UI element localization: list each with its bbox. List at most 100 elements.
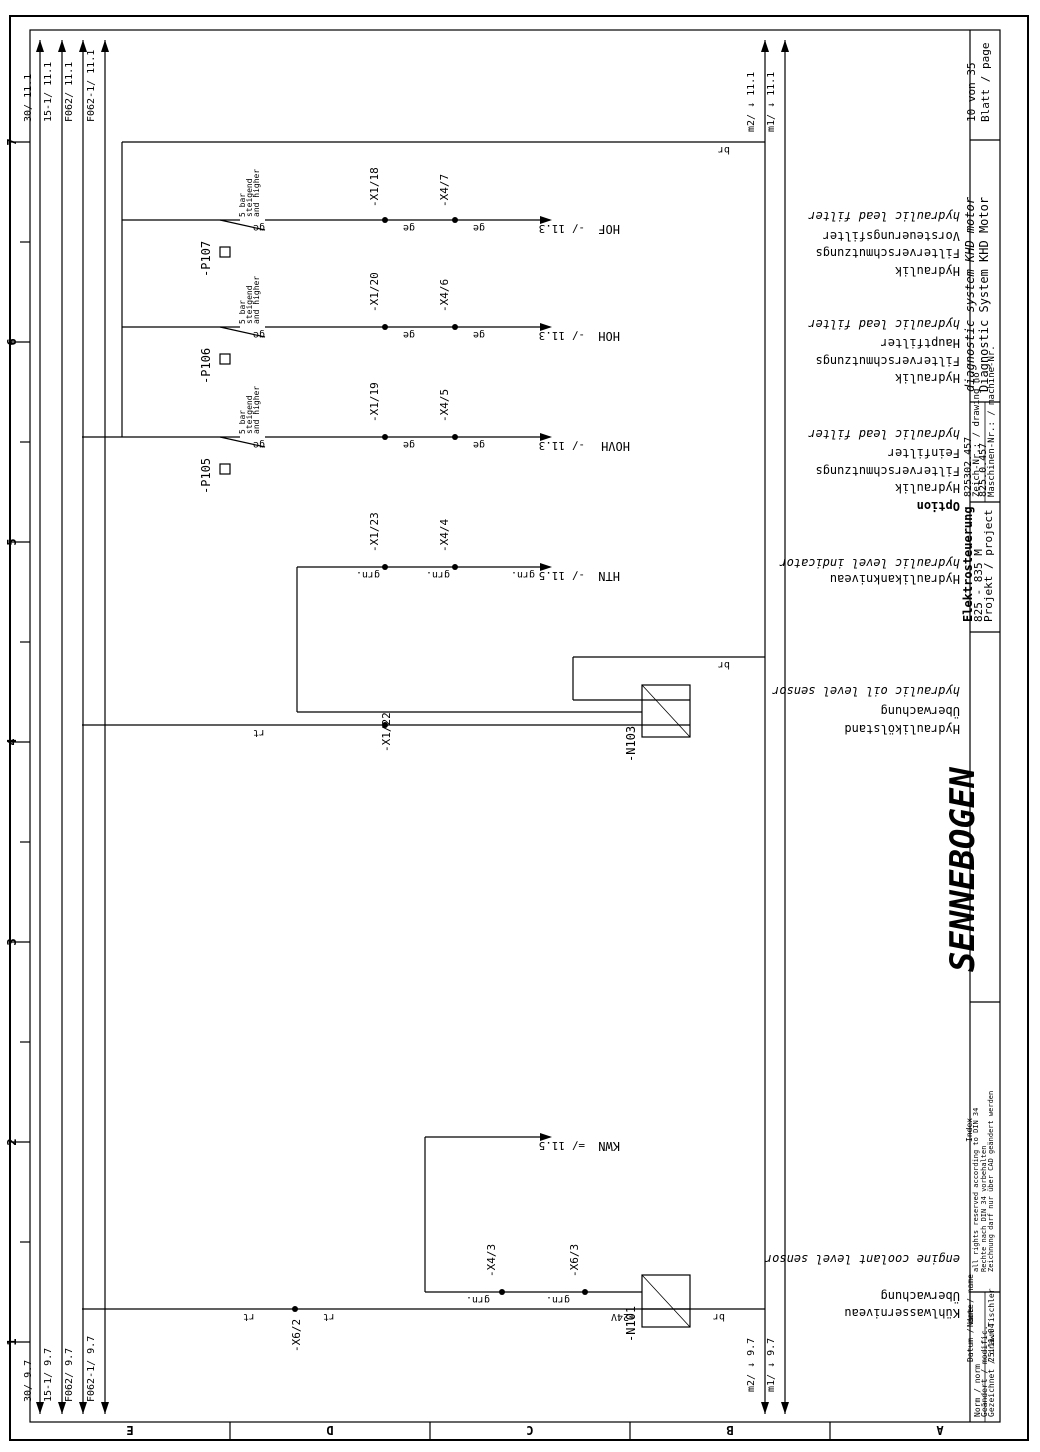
desc-text: Hydraulik — [894, 264, 960, 278]
wire-color: grn. — [356, 569, 380, 580]
switch-spec: 5 bar — [238, 193, 247, 217]
switch-spec: steigend — [245, 285, 254, 324]
column-letter: C — [526, 1423, 533, 1437]
wire-color: grn. — [546, 1294, 570, 1305]
wire-color: ge — [253, 439, 265, 450]
wire-color: ge — [403, 329, 415, 340]
wire-color: ge — [403, 439, 415, 450]
terminal-label: -X6/3 — [568, 1244, 581, 1277]
machine-label: Maschinen-Nr.: / machine-Nr. — [987, 345, 997, 497]
project-value: 825 - 835 M — [972, 549, 985, 622]
wire-color: ge — [473, 329, 485, 340]
device-label: -P105 — [199, 458, 213, 494]
signal-ref: -/ 11.3 — [539, 439, 585, 452]
desc-text: engine coolant level sensor — [764, 1252, 960, 1266]
switch-spec: and higher — [252, 169, 261, 217]
column-letter: E — [126, 1423, 133, 1437]
p105-circuit: -P105 5 bar steigend and higher -X1/19 -… — [82, 382, 630, 494]
rail-label: F062/ 11.1 — [64, 62, 75, 122]
terminal-label: -X1/20 — [368, 272, 381, 312]
row-number: 1 — [5, 1338, 19, 1345]
desc-text: Hydraulik — [894, 371, 960, 385]
norm-label: Norm / norm — [973, 1364, 982, 1417]
terminal-label: -X4/5 — [438, 389, 451, 422]
switch-spec: steigend — [245, 395, 254, 434]
rail-label: 15-1/ 9.7 — [43, 1348, 54, 1402]
rights-text: all rights reserved according to DIN 34 — [972, 1108, 980, 1272]
row-number: 6 — [5, 338, 19, 345]
terminal-label: -X1/23 — [368, 512, 381, 552]
column-letter: A — [936, 1423, 944, 1437]
desc-text: Filterverschmutzungs — [816, 464, 961, 478]
terminal-label: -X1/19 — [368, 382, 381, 422]
wire-color: grn. — [511, 569, 535, 580]
modified-label: Geändert / modific. — [980, 1325, 989, 1417]
signal-label: HTN — [598, 569, 620, 583]
drawing-value: 825302.457 — [963, 437, 974, 497]
column-letter: D — [326, 1423, 333, 1437]
wire-color: ge — [473, 222, 485, 233]
device-label: -P107 — [199, 241, 213, 277]
project-label: Projekt / project — [982, 509, 995, 622]
wire-color: br — [718, 659, 730, 670]
desc-text: Kühlwasserniveau — [844, 1306, 960, 1320]
rights-text: Zeichnung darf nur über CAD geändert wer… — [987, 1091, 995, 1272]
desc-text: hydraulic lead filter — [808, 317, 960, 331]
ground-rails: m1/ ↓ 9.7 m2/ ↓ 9.7 m1/ ↓ 11.1 m2/ ↓ 11.… — [746, 40, 789, 1414]
drawn-label: Gezeichnet / drawn — [987, 1330, 996, 1417]
wire-color: rt — [243, 1311, 255, 1322]
wire-color: ge — [253, 222, 265, 233]
desc-text: Hydraulikankniveau — [830, 572, 960, 586]
rail-label: 30/ 9.7 — [23, 1360, 34, 1402]
signal-label: HOVH — [601, 439, 630, 453]
desc-text: hydraulic oil level sensor — [771, 684, 960, 698]
desc-text: Filterverschmutzungs — [816, 354, 961, 368]
row-number: 3 — [5, 938, 19, 945]
mass-label: m1/ ↓ 9.7 — [766, 1338, 777, 1392]
wire-color: ge — [473, 439, 485, 450]
terminal-label: -X6/2 — [290, 1319, 303, 1352]
rail-labels: F062-1/ 9.7 F062/ 9.7 15-1/ 9.7 30/ 9.7 … — [23, 50, 97, 1402]
terminal-label: -X1/18 — [368, 167, 381, 207]
switch-spec: 5 bar — [238, 410, 247, 434]
desc-text: Hydraulik — [894, 481, 960, 495]
wire-color: br — [718, 144, 730, 155]
column-letter: B — [726, 1423, 733, 1437]
n101-circuit: -N101 -X6/2 -X4/3 -X6/3 rt rt br grn. gr… — [82, 1133, 765, 1352]
wire-color: grn. — [426, 569, 450, 580]
page-label: Blatt / page — [979, 43, 992, 122]
switch-spec: steigend — [245, 178, 254, 217]
rail-label: F062-1/ 11.1 — [86, 50, 97, 122]
signal-label: KWN — [598, 1139, 620, 1153]
desc-text: hydraulic lead filter — [808, 209, 960, 223]
switch-spec: and higher — [252, 386, 261, 434]
row-number: 2 — [5, 1138, 19, 1145]
desc-text: Hydraulikölstand — [844, 722, 960, 736]
signal-ref: =/ 11.5 — [539, 1139, 585, 1152]
name-label: Name / name — [966, 1274, 975, 1327]
mass-label: m1/ ↓ 11.1 — [766, 72, 777, 132]
column-letters: A B C D E — [126, 1423, 943, 1437]
wire-color: grn. — [466, 1294, 490, 1305]
device-label: -N101 — [624, 1306, 638, 1342]
pressure-switch-feed: br — [121, 141, 765, 437]
rail-label: 30/ 11.1 — [23, 74, 34, 122]
desc-text: hydraulic lead filter — [808, 427, 960, 441]
supply-label: +24V — [611, 1311, 635, 1322]
terminal-label: -X4/3 — [485, 1244, 498, 1277]
drawn-date: 25.11.04 — [987, 1323, 996, 1362]
switch-spec: and higher — [252, 276, 261, 324]
p107-circuit: -P107 5 bar steigend and higher -X1/18 -… — [122, 167, 620, 277]
row-number: 7 — [5, 138, 19, 145]
signal-ref: -/ 11.5 — [539, 569, 585, 582]
wire-color: rt — [323, 1311, 335, 1322]
descriptions: Kühlwasserniveau Überwachung engine cool… — [764, 209, 960, 1320]
device-label: -P106 — [199, 348, 213, 384]
signal-label: HOH — [598, 329, 620, 343]
desc-text: Hauptfilter — [881, 336, 960, 350]
drawn-name: Tischler — [987, 1288, 996, 1327]
drawing-label: Zeich-Nr.: / drawing no — [972, 372, 982, 497]
wire-color: rt — [253, 727, 265, 738]
company-logo: SENNEBOGEN — [943, 767, 983, 972]
row-number: 5 — [5, 538, 19, 545]
